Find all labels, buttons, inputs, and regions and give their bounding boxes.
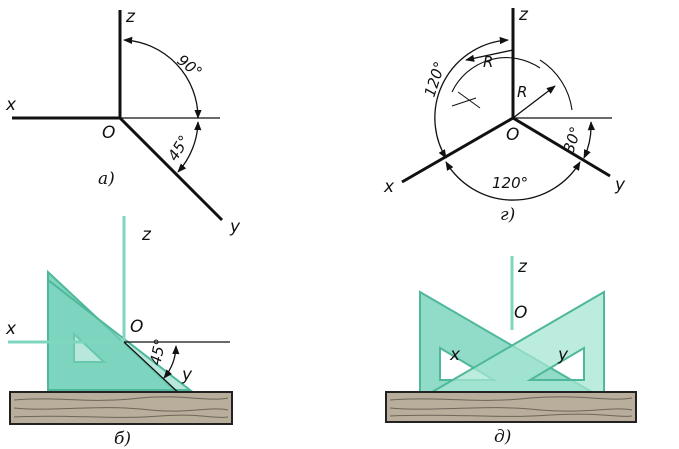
angle-label-90: 90°	[174, 51, 206, 82]
figure-g: z x y O R R 120° 120° 30° г)	[383, 5, 626, 225]
angle-arc-30	[583, 121, 596, 159]
set-square-30-60	[47, 277, 193, 391]
angle-label-45: 45°	[146, 337, 169, 367]
angle-arc-90	[123, 36, 202, 119]
axis-y-label: y	[557, 345, 569, 365]
caption-b: б)	[114, 429, 131, 449]
angle-label-30: 30°	[560, 124, 585, 155]
origin-label: O	[514, 303, 527, 323]
axis-z-label: z	[125, 7, 136, 27]
axis-y-label: y	[229, 217, 241, 237]
wooden-board	[385, 391, 637, 423]
axis-x-label: x	[449, 345, 461, 365]
figure-b: z x O y 45° б)	[5, 216, 233, 449]
axis-x-label: x	[383, 177, 395, 197]
figure-d: z O x y д)	[385, 256, 637, 447]
axis-y-label: y	[614, 175, 626, 195]
axis-y-label: y	[181, 365, 193, 385]
axis-z-label: z	[518, 5, 529, 25]
origin-label: O	[102, 123, 115, 143]
origin-label: O	[130, 317, 143, 337]
axis-x-line	[401, 116, 514, 184]
compass-arc-2	[539, 59, 573, 111]
angle-arc-45	[163, 345, 180, 379]
caption-g: г)	[500, 205, 515, 225]
axis-x-label: x	[5, 319, 17, 339]
angle-arc-120-left	[434, 36, 509, 159]
angle-label-45: 45°	[164, 132, 193, 164]
caption-d: д)	[494, 427, 511, 447]
origin-label: O	[506, 125, 519, 145]
radius-label-2: R	[517, 83, 527, 101]
axis-z-label: z	[141, 225, 152, 245]
angle-arc-120-bottom	[445, 161, 581, 201]
axis-y-line	[118, 116, 224, 222]
caption-a: а)	[98, 169, 115, 189]
axis-y-line	[123, 341, 183, 397]
radius-label-1: R	[483, 53, 493, 71]
figure-a: z x O y 90° 45° а)	[5, 7, 241, 237]
axis-y-line	[512, 116, 611, 178]
axis-z-label: z	[517, 257, 528, 277]
angle-label-120-bottom: 120°	[492, 174, 528, 192]
wooden-board	[9, 391, 233, 425]
angle-arc-45	[177, 121, 202, 173]
axis-x-label: x	[5, 95, 17, 115]
radius-line-2	[512, 85, 556, 119]
